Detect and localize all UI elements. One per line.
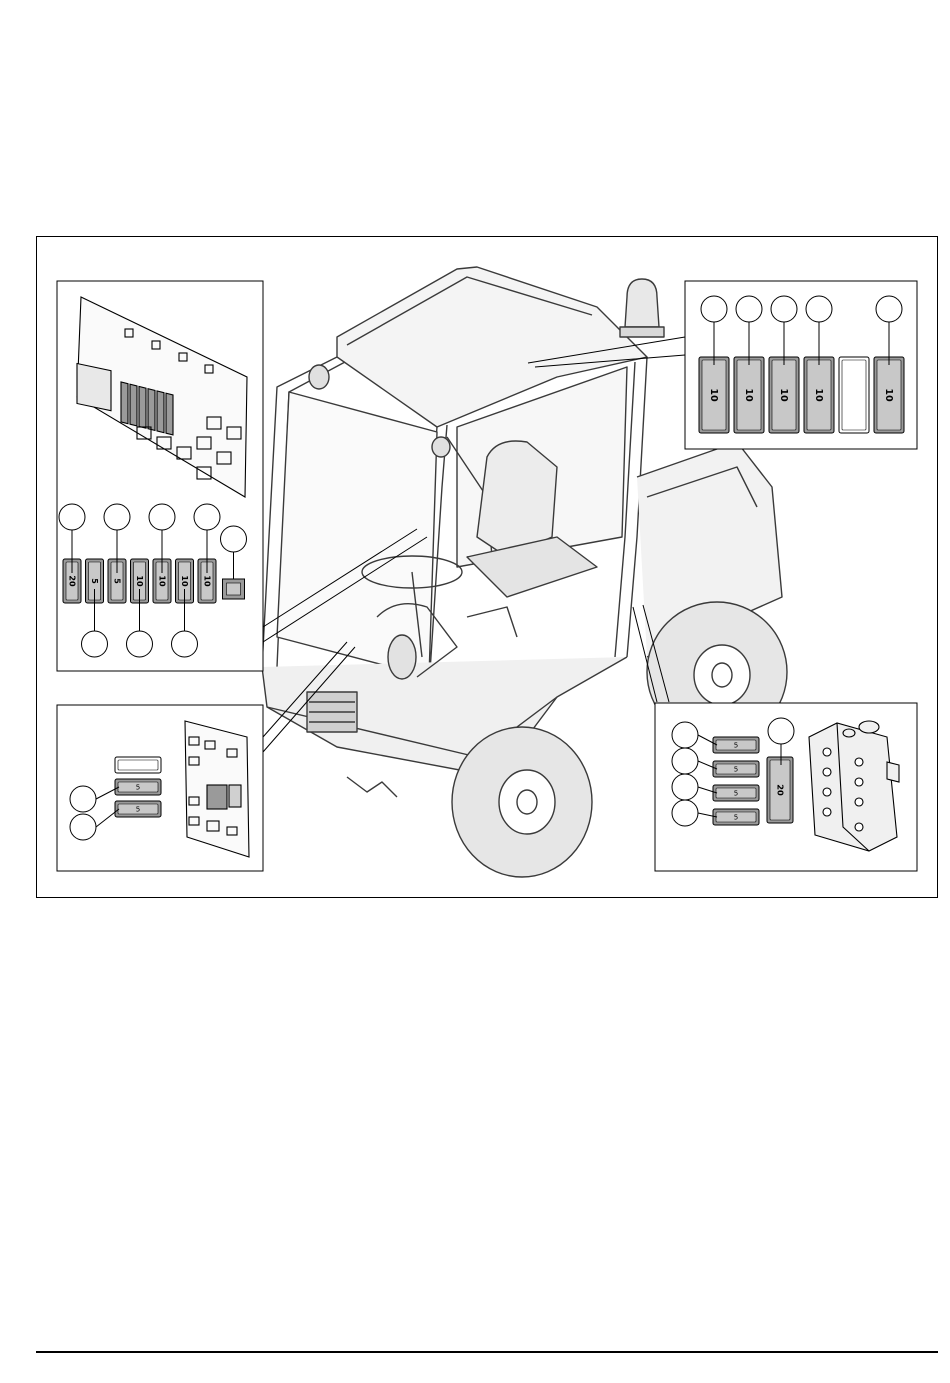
fuse: 10 bbox=[769, 357, 799, 433]
callout-circle bbox=[70, 814, 96, 840]
callout-circle bbox=[172, 631, 198, 657]
fuse-rating: 5 bbox=[90, 578, 99, 584]
callout-circle bbox=[194, 504, 220, 530]
fuse-location-illustration: 10 10 10 10 10 bbox=[37, 237, 937, 897]
fuse: 5 bbox=[713, 809, 759, 825]
fuse bbox=[115, 757, 161, 773]
callout-circle bbox=[672, 800, 698, 826]
callout-circle bbox=[672, 774, 698, 800]
fuse-holder-block bbox=[809, 721, 899, 851]
fuse-rating: 10 bbox=[135, 575, 144, 587]
fuse: 10 bbox=[734, 357, 764, 433]
fuse-rating: 10 bbox=[158, 575, 167, 587]
callout-circle bbox=[59, 504, 85, 530]
fuse-rating: 10 bbox=[180, 575, 189, 587]
fuse-rating: 5 bbox=[113, 578, 122, 584]
panel-left-top: 20 5 5 10 10 10 10 bbox=[57, 281, 263, 671]
callout-circle bbox=[221, 526, 247, 552]
fuse-rating: 5 bbox=[734, 790, 738, 798]
callout-circle bbox=[701, 296, 727, 322]
callout-circle bbox=[876, 296, 902, 322]
fuse: 5 bbox=[115, 801, 161, 817]
callout-circle bbox=[82, 631, 108, 657]
figure-frame: 10 10 10 10 10 bbox=[36, 236, 938, 898]
fuse: 10 bbox=[804, 357, 834, 433]
panel-right-bottom: 5 5 5 5 20 bbox=[655, 703, 917, 871]
fuse: 5 bbox=[713, 737, 759, 753]
beacon bbox=[625, 279, 659, 327]
fuse-rating: 10 bbox=[743, 388, 754, 402]
circuit-board-lower bbox=[185, 721, 249, 857]
fuse: 5 bbox=[713, 785, 759, 801]
callout-circle bbox=[149, 504, 175, 530]
windscreen bbox=[277, 392, 437, 677]
fuse-rating: 20 bbox=[776, 784, 786, 796]
callout-circle bbox=[104, 504, 130, 530]
callout-circle bbox=[806, 296, 832, 322]
fuse-rating: 10 bbox=[813, 388, 824, 402]
fuse-rating: 10 bbox=[203, 575, 212, 587]
callout-circle bbox=[70, 786, 96, 812]
fuse: 20 bbox=[767, 757, 793, 823]
fuse: 10 bbox=[699, 357, 729, 433]
fuse-rating: 10 bbox=[883, 388, 894, 402]
fuse: 5 bbox=[115, 779, 161, 795]
fuse-rating: 10 bbox=[778, 388, 789, 402]
fuse bbox=[839, 357, 869, 433]
callout-circle bbox=[736, 296, 762, 322]
fuse-rating: 5 bbox=[734, 814, 738, 822]
fuse: 5 bbox=[713, 761, 759, 777]
fuse-rating: 10 bbox=[708, 388, 719, 402]
fuse-block bbox=[223, 579, 245, 599]
panel-top-right: 10 10 10 10 10 bbox=[685, 281, 917, 449]
callout-circle bbox=[672, 722, 698, 748]
footer-rule bbox=[36, 1351, 938, 1353]
panel-left-bottom: 55 bbox=[57, 705, 263, 871]
callout-circle bbox=[127, 631, 153, 657]
fuse-rating: 5 bbox=[136, 806, 140, 814]
fuse-rating: 5 bbox=[136, 784, 140, 792]
callout-circle bbox=[771, 296, 797, 322]
fuse-rating: 5 bbox=[734, 766, 738, 774]
callout-circle bbox=[768, 718, 794, 744]
fuse: 10 bbox=[874, 357, 904, 433]
fuse-rating: 20 bbox=[68, 575, 77, 587]
fuse-rating: 5 bbox=[734, 742, 738, 750]
callout-circle bbox=[672, 748, 698, 774]
mirror-left bbox=[309, 365, 329, 389]
